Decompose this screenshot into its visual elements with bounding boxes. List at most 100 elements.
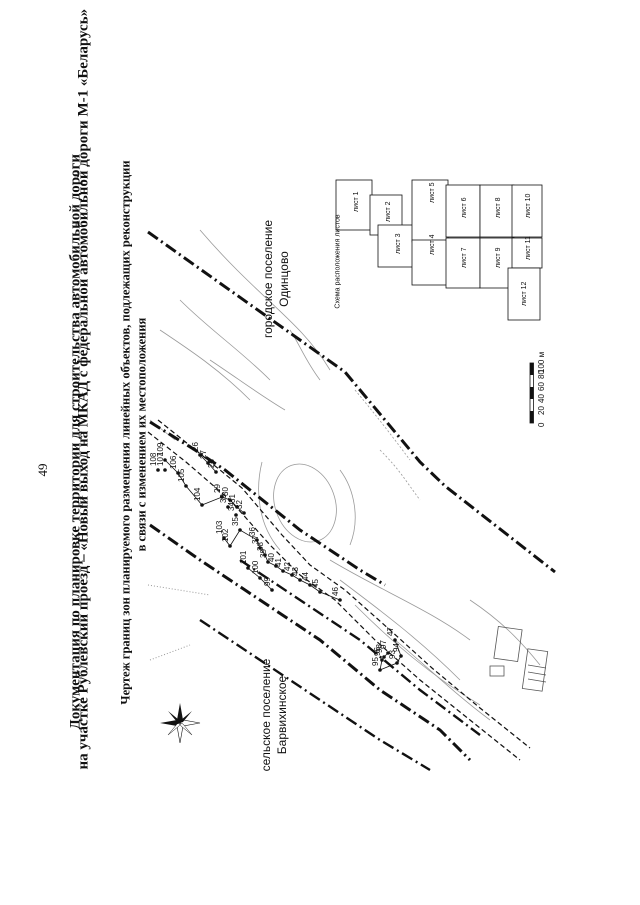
survey-point-label-33: 33	[219, 494, 228, 503]
sheet-label-1: лист 1	[353, 191, 360, 212]
survey-point-95	[378, 668, 382, 672]
survey-point-100	[258, 576, 262, 580]
survey-point-93	[395, 661, 399, 665]
sheet-label-8: лист 8	[495, 197, 502, 218]
boundary-line-upper	[147, 230, 556, 574]
survey-point-45	[318, 590, 322, 594]
background-lines	[149, 229, 541, 721]
survey-point-label-104: 104	[193, 487, 202, 501]
survey-point-101	[246, 566, 250, 570]
survey-point-label-31: 31	[228, 494, 237, 503]
survey-point-label-109: 109	[156, 442, 165, 456]
place-urban-line-1: городское поселение	[261, 219, 275, 339]
survey-point-47	[393, 638, 397, 642]
survey-point-label-107: 107	[156, 452, 165, 466]
survey-point-label-42: 42	[283, 562, 292, 571]
subtitle-line-1: Чертеж границ зон планируемого размещени…	[118, 160, 133, 705]
survey-point-36	[255, 538, 259, 542]
survey-point-34	[234, 513, 238, 517]
survey-point-label-41: 41	[274, 558, 283, 567]
fence-marks	[147, 584, 211, 661]
place-rural-line-1: сельское поселение	[259, 658, 273, 772]
survey-point-41	[281, 569, 285, 573]
survey-point-33	[226, 505, 230, 509]
sheet-label-9: лист 9	[495, 247, 502, 268]
survey-point-label-37: 37	[251, 535, 260, 544]
survey-point-31	[235, 505, 239, 509]
survey-point-32	[242, 511, 246, 515]
survey-point-27	[206, 461, 210, 465]
survey-point-105	[184, 484, 188, 488]
sheet-label-7: лист 7	[461, 247, 468, 268]
sheet-label-11: лист 11	[525, 236, 532, 260]
survey-point-38	[263, 553, 267, 557]
survey-point-42	[290, 573, 294, 577]
survey-point-26	[198, 453, 202, 457]
point-chain-2	[223, 529, 341, 601]
survey-point-97	[386, 651, 390, 655]
survey-point-label-28: 28	[207, 459, 216, 468]
scale-tick-1: 20	[537, 406, 546, 415]
survey-point-98	[382, 655, 386, 659]
survey-point-label-95: 95	[371, 657, 380, 666]
survey-point-103	[222, 536, 226, 540]
survey-point-label-93: 93	[388, 650, 397, 659]
zone-boundary	[147, 419, 531, 761]
survey-point-label-45: 45	[311, 579, 320, 588]
survey-point-label-105: 105	[177, 468, 186, 482]
survey-point-label-29: 29	[213, 484, 222, 493]
survey-point-label-43: 43	[291, 567, 300, 576]
scale-tick-0: 0	[537, 422, 546, 427]
survey-point-28	[214, 470, 218, 474]
sheet-label-12: лист 12	[521, 281, 528, 306]
survey-point-104	[200, 503, 204, 507]
survey-point-label-30: 30	[221, 487, 230, 496]
survey-point-label-26: 26	[191, 442, 200, 451]
survey-point-46	[338, 598, 342, 602]
sheet-scheme-title: Схема расположения листов	[334, 214, 342, 309]
survey-point-109	[163, 458, 167, 462]
page-number: 49	[35, 463, 50, 477]
survey-point-label-106: 106	[169, 455, 178, 469]
roundabout	[258, 461, 356, 551]
compass-rose-icon	[160, 703, 201, 744]
building-block	[489, 626, 549, 692]
survey-point-30	[228, 498, 232, 502]
sheet-scheme	[335, 179, 543, 321]
survey-point-43	[298, 578, 302, 582]
subtitle-line-2: в связи с изменением их местоположения	[134, 317, 149, 552]
survey-point-107	[163, 468, 167, 472]
scale-bar	[529, 362, 534, 424]
survey-point-37	[258, 546, 262, 550]
survey-point-label-32: 32	[235, 500, 244, 509]
survey-point-label-102: 102	[221, 528, 230, 542]
survey-point-label-103: 103	[215, 520, 224, 534]
survey-point-label-44: 44	[301, 572, 310, 581]
sheet-label-5: лист 5	[429, 182, 436, 203]
survey-point-108	[156, 468, 160, 472]
survey-point-label-47: 47	[386, 627, 395, 636]
place-rural-line-2: Барвихинское	[275, 675, 289, 755]
sheet-label-6: лист 6	[461, 197, 468, 218]
survey-point-39	[266, 560, 270, 564]
survey-point-label-101: 101	[239, 550, 248, 564]
sheet-label-10: лист 10	[525, 193, 532, 218]
survey-point-label-39: 39	[259, 549, 268, 558]
survey-point-44	[308, 583, 312, 587]
survey-point-label-96: 96	[373, 647, 382, 656]
survey-point-40	[274, 564, 278, 568]
title-line-2: на участке Рублевский проезд – «Новый вы…	[75, 8, 92, 770]
scale-tick-4: 80	[537, 370, 546, 379]
survey-point-label-100: 100	[251, 560, 260, 574]
scale-tick-5: 100 м	[537, 352, 546, 373]
sheet-label-3: лист 3	[395, 233, 402, 254]
place-urban-line-2: Одинцово	[277, 251, 291, 307]
boundary-line-lower	[149, 420, 481, 772]
survey-point-label-38: 38	[256, 542, 265, 551]
survey-point-94	[399, 654, 403, 658]
sheet-label-4: лист 4	[429, 234, 436, 255]
survey-point-96	[380, 658, 384, 662]
survey-point-label-27: 27	[199, 450, 208, 459]
